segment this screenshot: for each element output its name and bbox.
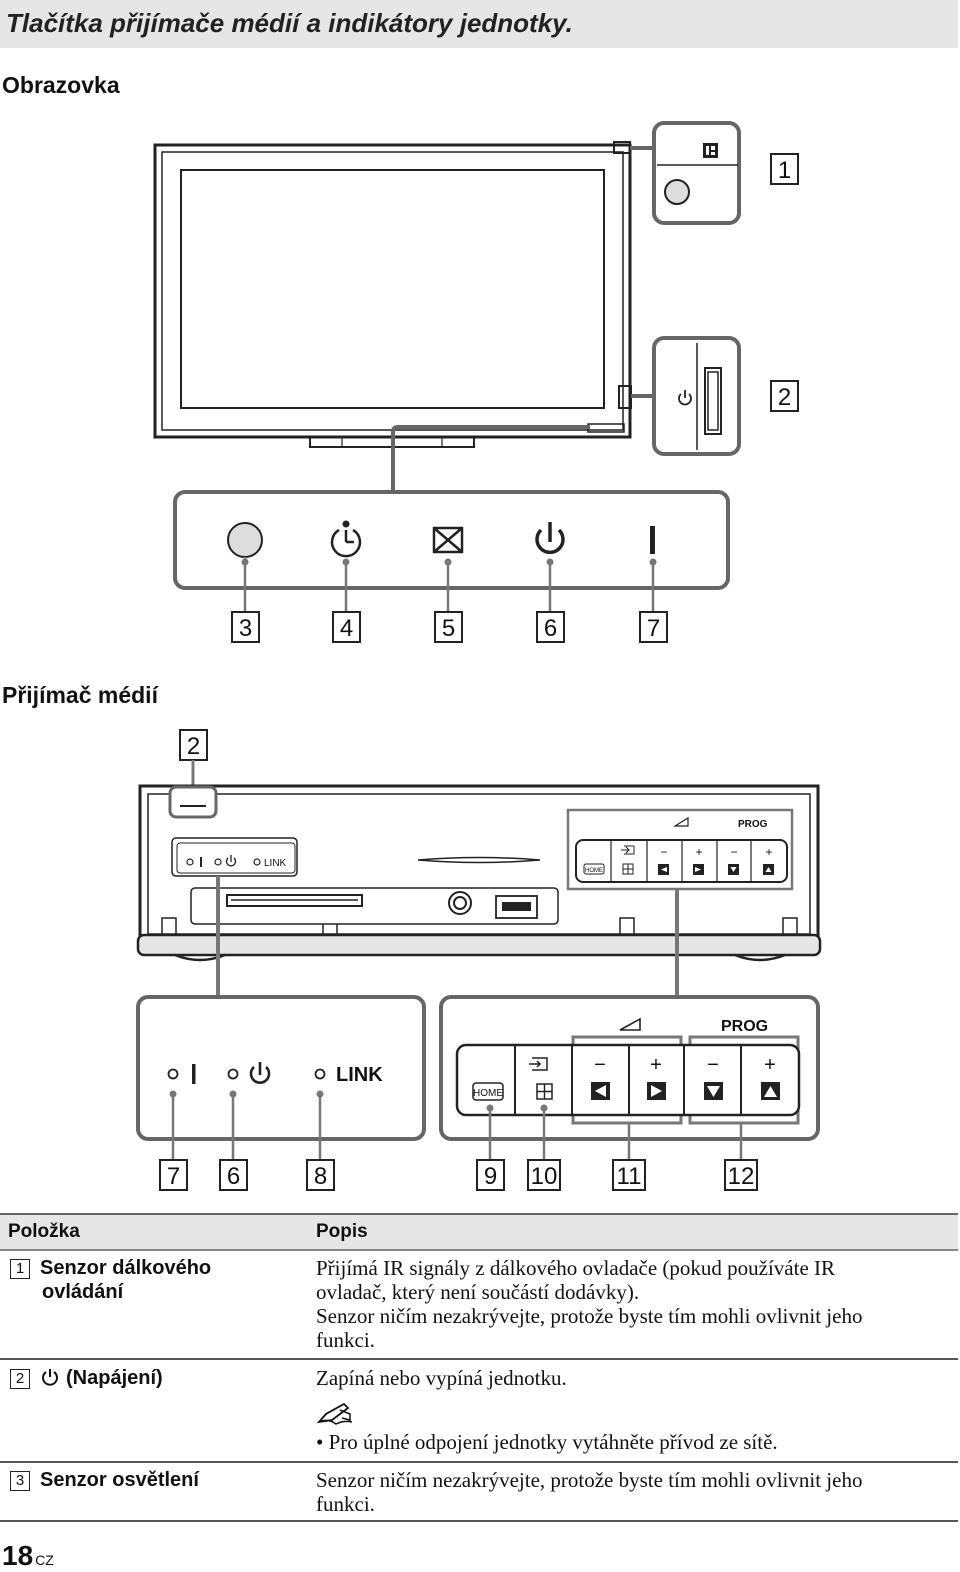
callout-7: 7 [647, 615, 660, 642]
svg-text:−: − [730, 845, 737, 859]
prog-label: PROG [721, 1018, 768, 1035]
row-divider [0, 1520, 958, 1522]
indicator-panel [173, 490, 730, 590]
section-heading-receiver: Přijímač médií [2, 682, 158, 708]
table-row-description: Senzor ničím nezakrývejte, protože byste… [316, 1468, 863, 1516]
page-title: Tlačítka přijímače médií a indikátory je… [6, 8, 573, 38]
home-label-small: HOME [585, 868, 603, 874]
table-header: Položka Popis [0, 1213, 958, 1251]
power-icon [678, 390, 692, 406]
callout-3: 3 [239, 615, 252, 642]
power-icon [42, 1369, 58, 1386]
row-number: 2 [10, 1369, 30, 1389]
callout-receiver-11: 11 [617, 1163, 642, 1190]
standby-bar-icon [650, 526, 655, 554]
table-row-item: 2(Napájení) [10, 1366, 163, 1390]
home-button-label: HOME [473, 1088, 503, 1099]
power-icon [535, 522, 565, 555]
callout-2: 2 [778, 384, 791, 411]
row-number: 3 [10, 1471, 30, 1491]
link-label-small: LINK [264, 858, 287, 869]
callout-receiver-6: 6 [227, 1163, 240, 1190]
row-number: 1 [10, 1259, 30, 1279]
prog-label-small: PROG [738, 819, 768, 830]
volume-minus-label: − [594, 1054, 606, 1076]
callout-6: 6 [544, 615, 557, 642]
table-row-description: Zapíná nebo vypíná jednotku. [316, 1366, 567, 1390]
callout-receiver-7: 7 [167, 1163, 180, 1190]
language-code: CZ [35, 1552, 54, 1568]
table-row-description: Přijímá IR signály z dálkového ovladače … [316, 1256, 863, 1352]
callout-receiver-10: 10 [531, 1163, 558, 1190]
note-text: • Pro úplné odpojení jednotky vytáhněte … [316, 1430, 778, 1454]
callout-5: 5 [442, 615, 455, 642]
callout-1: 1 [778, 157, 791, 184]
column-header-item: Položka [8, 1221, 80, 1242]
callout-receiver-12: 12 [728, 1163, 755, 1190]
power-icon [225, 855, 237, 867]
control-buttons-zoom: PROG HOME − + − + [439, 995, 820, 1141]
link-label: LINK [336, 1064, 383, 1086]
power-icon [249, 1062, 271, 1084]
device-diagram: 1 2 3 4 5 6 7 2 LINK [136, 121, 822, 1191]
column-header-description: Popis [316, 1221, 368, 1242]
callout-receiver-9: 9 [484, 1163, 497, 1190]
svg-text:+: + [765, 845, 772, 859]
svg-text:−: − [660, 845, 667, 859]
callout-4: 4 [340, 615, 353, 642]
row-divider [0, 1461, 958, 1463]
volume-plus-label: + [650, 1054, 662, 1076]
note-pencil-icon [316, 1402, 353, 1425]
timer-icon [330, 520, 362, 558]
media-receiver: 2 LINK PROG [136, 729, 822, 962]
prog-plus-label: + [764, 1054, 776, 1076]
ir-sensor-detail [652, 121, 741, 225]
row-divider [0, 1358, 958, 1360]
power-switch-detail [652, 336, 741, 456]
section-heading-screen: Obrazovka [2, 72, 120, 98]
svg-text:+: + [695, 845, 702, 859]
prog-minus-label: − [707, 1054, 719, 1076]
callout-receiver-2: 2 [187, 733, 200, 760]
title-bar: Tlačítka přijímače médií a indikátory je… [0, 0, 958, 48]
callout-receiver-8: 8 [314, 1163, 327, 1190]
picture-off-icon [432, 526, 464, 554]
input-icon [529, 1057, 553, 1100]
tv-display [153, 141, 632, 448]
indicator-panel-zoom: LINK [136, 995, 426, 1141]
